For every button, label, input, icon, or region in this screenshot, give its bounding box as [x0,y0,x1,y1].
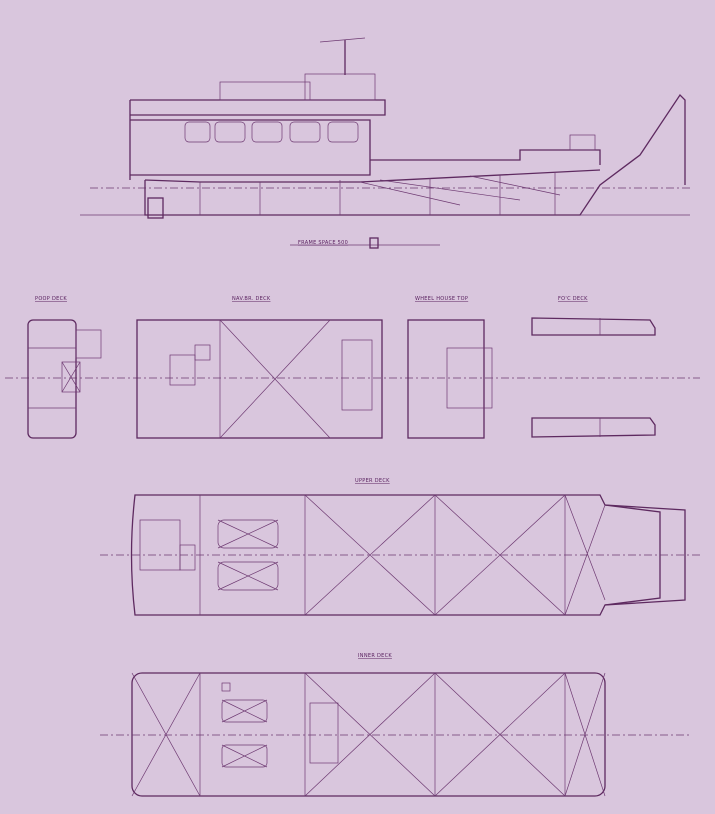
wheelhouse-top-label: WHEEL HOUSE TOP [415,296,468,302]
poop-deck-label: POOP DECK [35,296,67,302]
frame-space-note: FRAME SPACE 500 [298,240,348,246]
inner-deck-label: INNER DECK [358,653,392,659]
foc-deck-plan [531,317,656,438]
wheelhouse-top-plan [407,319,493,439]
inner-deck-plan [100,672,690,797]
nav-bridge-deck-label: NAV.BR. DECK [232,296,271,302]
upper-deck-label: UPPER DECK [355,478,390,484]
poop-deck-plan [27,319,102,439]
foc-deck-label: FO'C DECK [558,296,588,302]
nav-bridge-deck-plan [136,319,383,439]
profile-view: FRAME SPACE 500 [80,37,690,249]
upper-deck-plan [100,494,700,616]
